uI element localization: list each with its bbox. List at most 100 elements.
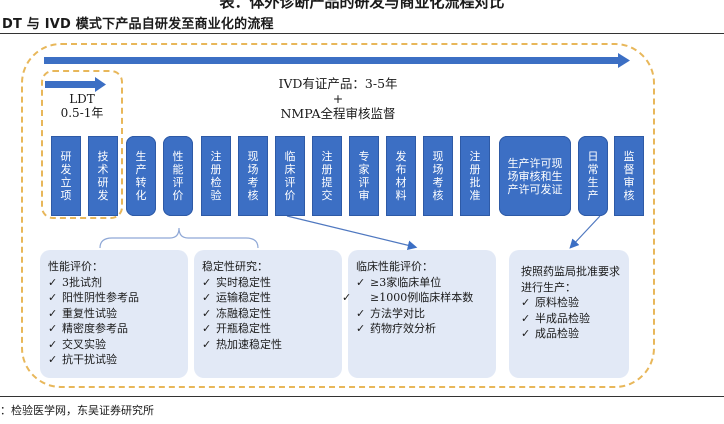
list-item: ✓运输稳定性	[202, 291, 271, 304]
step-project-initiation: 研发立项	[51, 136, 81, 216]
check-icon: ✓	[48, 337, 58, 351]
step-clinical-evaluation: 临床评价	[275, 136, 305, 216]
performance-evaluation-panel: 性能评价： ✓3批试剂 ✓阳性阴性参考品 ✓重复性试验 ✓精密度参考品 ✓交叉实…	[40, 250, 188, 378]
list-item: ✓≥3家临床单位	[356, 275, 442, 289]
step-label: 性能评价	[172, 150, 184, 202]
list-item: ✓热加速稳定性	[202, 337, 282, 351]
check-icon: ✓	[202, 306, 212, 320]
step-label: 技术研发	[97, 150, 109, 202]
check-icon: ✓	[48, 322, 58, 335]
step-label: 注册检验	[210, 150, 222, 202]
top-divider	[0, 33, 724, 34]
step-issue-materials: 发布材料	[386, 136, 416, 216]
ldt-duration: 0.5-1年	[60, 106, 104, 120]
ivd-label: IVD有证产品：3-5年 + NMPA全程审核监督	[228, 76, 448, 121]
list-item: ✓方法学对比	[356, 306, 425, 320]
performance-brace	[99, 227, 259, 249]
stability-list: ✓实时稳定性 ✓运输稳定性 ✓冻融稳定性 ✓开瓶稳定性 ✓热加速稳定性	[202, 275, 336, 353]
step-daily-production: 日常生产	[578, 136, 608, 216]
ldt-label: LDT 0.5-1年	[41, 92, 123, 120]
list-item: ✓≥1000例临床样本数	[342, 291, 474, 304]
panel-title: 稳定性研究：	[202, 260, 268, 273]
ivd-supervision: NMPA全程审核监督	[280, 106, 396, 121]
check-icon: ✓	[356, 275, 366, 289]
check-icon: ✓	[202, 322, 212, 335]
step-label: 研发立项	[60, 150, 72, 202]
check-icon: ✓	[48, 353, 58, 366]
ivd-process-frame	[21, 43, 655, 388]
step-site-inspection-2: 现场考核	[423, 136, 453, 216]
step-production-license: 生产许可现场审核和生产许可发证	[499, 136, 571, 216]
list-item: ✓实时稳定性	[202, 275, 271, 289]
list-item: ✓交叉实验	[48, 337, 106, 351]
list-item: ✓冻融稳定性	[202, 306, 271, 320]
check-icon: ✓	[48, 275, 58, 289]
production-pointer	[569, 215, 601, 249]
step-registration-submission: 注册提交	[312, 136, 342, 216]
top-partial-title: 表：体外诊断产品的研发与商业化流程对比	[219, 0, 505, 11]
stability-study-panel: 稳定性研究： ✓实时稳定性 ✓运输稳定性 ✓冻融稳定性 ✓开瓶稳定性 ✓热加速稳…	[194, 250, 342, 378]
ivd-duration: IVD有证产品：3-5年	[278, 76, 398, 91]
performance-list: ✓3批试剂 ✓阳性阴性参考品 ✓重复性试验 ✓精密度参考品 ✓交叉实验 ✓抗干扰…	[48, 275, 182, 368]
ldt-timeline-arrow-head	[95, 77, 106, 92]
ivd-timeline-arrow-head	[618, 53, 630, 68]
step-label: 专家评审	[358, 150, 370, 202]
check-icon: ✓	[202, 275, 212, 289]
ldt-process-frame	[41, 70, 123, 219]
step-production-transfer: 生产转化	[126, 136, 156, 216]
ldt-timeline-arrow-shaft	[45, 81, 97, 88]
step-label: 日常生产	[587, 150, 599, 202]
check-icon: ✓	[202, 337, 212, 351]
list-item: ✓阳性阴性参考品	[48, 291, 139, 304]
step-expert-review: 专家评审	[349, 136, 379, 216]
step-site-inspection: 现场考核	[238, 136, 268, 216]
list-item: ✓半成品检验	[521, 311, 590, 325]
check-icon: ✓	[521, 311, 531, 325]
panel-title: 临床性能评价：	[356, 260, 433, 273]
step-label: 现场考核	[432, 150, 444, 202]
step-supervision-audit: 监督审核	[614, 136, 644, 216]
list-item: ✓开瓶稳定性	[202, 322, 271, 335]
check-icon: ✓	[48, 306, 58, 320]
list-item: ✓抗干扰试验	[48, 353, 117, 366]
list-item: ✓药物疗效分析	[356, 322, 436, 335]
bottom-divider	[0, 396, 724, 397]
check-icon: ✓	[356, 322, 366, 335]
list-item: ✓重复性试验	[48, 306, 117, 320]
step-registration-approval: 注册批准	[460, 136, 490, 216]
list-item: ✓精密度参考品	[48, 322, 128, 335]
step-label: 临床评价	[284, 150, 296, 202]
step-label: 监督审核	[623, 150, 635, 202]
step-registration-testing: 注册检验	[201, 136, 231, 216]
production-panel: 按照药监局批准要求进行生产： ✓原料检验 ✓半成品检验 ✓成品检验	[509, 250, 629, 378]
list-item: ✓3批试剂	[48, 275, 102, 289]
panel-title: 性能评价：	[48, 260, 103, 273]
step-label: 注册提交	[321, 150, 333, 202]
ivd-timeline-arrow-shaft	[44, 57, 620, 64]
production-list: ✓原料检验 ✓半成品检验 ✓成品检验	[521, 295, 623, 342]
clinical-evaluation-panel: 临床性能评价： ✓≥3家临床单位 ✓≥1000例临床样本数 ✓方法学对比 ✓药物…	[342, 250, 496, 378]
clinical-pointer	[286, 215, 418, 250]
ivd-plus: +	[332, 91, 344, 106]
check-icon: ✓	[521, 327, 531, 340]
page-title: DT 与 IVD 模式下产品自研发至商业化的流程	[2, 17, 274, 32]
step-label: 生产转化	[135, 150, 147, 202]
check-icon: ✓	[521, 296, 531, 309]
source-note: ：检验医学网，东吴证券研究所	[0, 404, 154, 417]
clinical-list: ✓≥3家临床单位 ✓≥1000例临床样本数 ✓方法学对比 ✓药物疗效分析	[342, 275, 490, 337]
step-label: 注册批准	[469, 150, 481, 202]
panel-intro: 按照药监局批准要求进行生产：	[521, 265, 620, 294]
check-icon: ✓	[342, 291, 352, 304]
list-item: ✓成品检验	[521, 327, 579, 340]
step-technical-development: 技术研发	[88, 136, 118, 216]
check-icon: ✓	[202, 291, 212, 304]
step-label: 现场考核	[247, 150, 259, 202]
step-label: 生产许可现场审核和生产许可发证	[507, 156, 563, 196]
check-icon: ✓	[48, 291, 58, 304]
step-label: 发布材料	[395, 150, 407, 202]
check-icon: ✓	[356, 306, 366, 320]
list-item: ✓原料检验	[521, 296, 579, 309]
ldt-name: LDT	[69, 92, 95, 106]
step-performance-evaluation: 性能评价	[163, 136, 193, 216]
